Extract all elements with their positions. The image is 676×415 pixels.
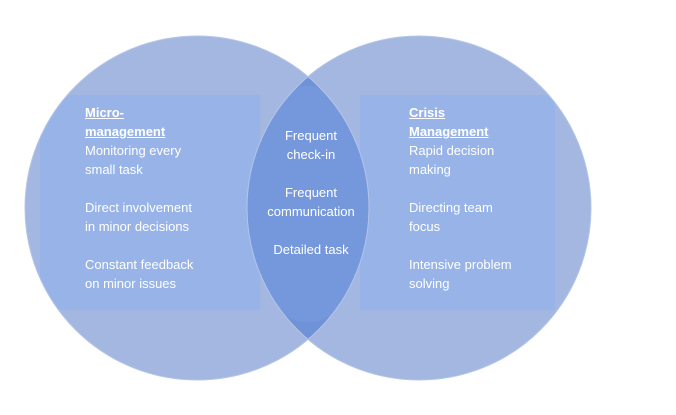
right-set-title-line2: Management: [409, 124, 489, 139]
mid-item-2-line2: communication: [267, 204, 355, 219]
right-item-2-line1: Directing team: [409, 200, 493, 215]
mid-item-1-line2: check-in: [286, 147, 336, 162]
left-circle-outline: [24, 35, 370, 381]
left-item-2-line2: in minor decisions: [85, 219, 190, 234]
left-item-3-line1: Constant feedback: [85, 257, 194, 272]
left-item-1-line1: Monitoring every: [85, 143, 182, 158]
left-set-title-line1: Micro-: [85, 105, 124, 120]
mid-item-3-line1: Detailed task: [273, 242, 349, 257]
left-item-1-line2: small task: [85, 162, 143, 177]
overlap-core: [247, 86, 369, 322]
right-item-3-line2: solving: [409, 276, 450, 291]
right-item-1-line1: Rapid decision: [409, 143, 495, 158]
left-item-3-line2: on minor issues: [85, 276, 177, 291]
left-text-band: [40, 95, 260, 310]
mid-item-1-line1: Frequent: [284, 128, 338, 143]
left-item-2-line1: Direct involvement: [85, 200, 192, 215]
right-item-1-line2: making: [409, 162, 451, 177]
right-item-2-line2: focus: [409, 219, 441, 234]
left-set-title-line2: management: [85, 124, 166, 139]
mid-item-2-line1: Frequent: [284, 185, 338, 200]
right-set-text: Crisis Management Rapid decision making …: [409, 103, 559, 293]
right-circle-outline: [246, 35, 592, 381]
right-text-band: [360, 95, 555, 310]
intersection-text: Frequent check-in Frequent communication…: [252, 126, 370, 259]
right-set-title-line1: Crisis: [409, 105, 446, 120]
left-set-text: Micro- management Monitoring every small…: [85, 103, 235, 293]
right-item-3-line1: Intensive problem: [409, 257, 512, 272]
